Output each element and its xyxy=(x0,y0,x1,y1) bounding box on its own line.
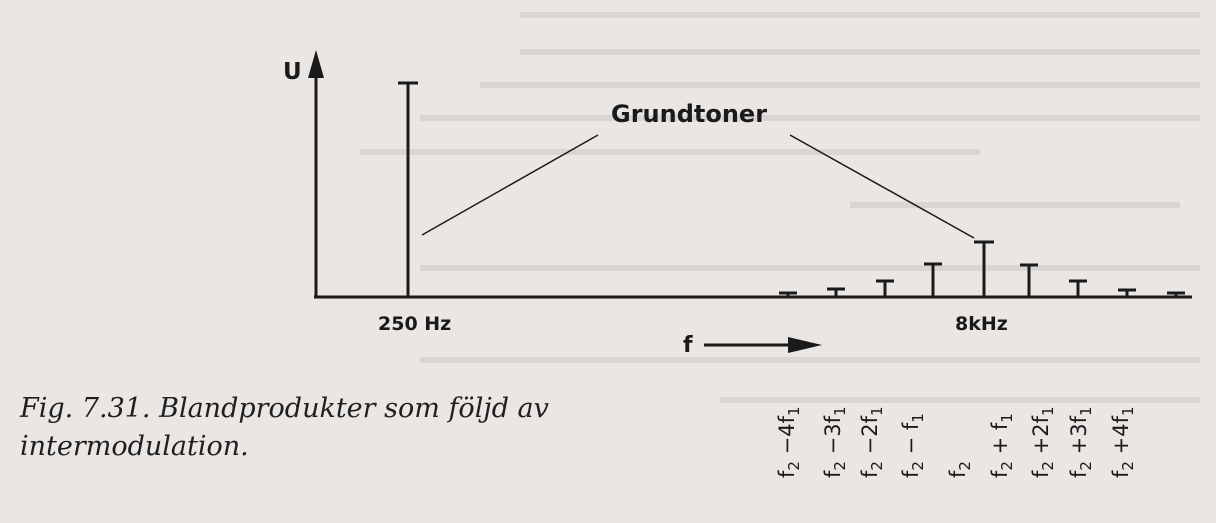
y-axis-label: U xyxy=(283,59,302,85)
leader-to-8khz xyxy=(789,134,975,239)
x-axis-label: f xyxy=(683,333,693,358)
line-f2-minus-3f1 xyxy=(827,287,845,297)
product-label: f2 −4f1 xyxy=(775,406,803,478)
product-label: f2 −2f1 xyxy=(858,406,886,478)
leader-to-250hz xyxy=(421,134,599,236)
line-f2-plus-f1 xyxy=(1020,263,1038,297)
callout-leaders xyxy=(421,134,975,239)
axes xyxy=(308,50,1192,299)
line-f2-plus-4f1 xyxy=(1167,291,1185,297)
line-f2-plus-2f1 xyxy=(1069,279,1087,297)
line-f2-minus-2f1 xyxy=(876,279,894,297)
spectral-lines xyxy=(398,81,1185,297)
freq-label-high: 8kHz xyxy=(955,313,1008,335)
y-axis-arrowhead xyxy=(308,50,324,78)
product-label: f2 − f1 xyxy=(899,413,927,478)
line-f2-minus-f1 xyxy=(924,262,942,297)
line-250hz xyxy=(398,81,418,297)
product-label: f2 −3f1 xyxy=(821,406,849,478)
figure-caption: Fig. 7.31. Blandprodukter som följd av i… xyxy=(20,390,640,466)
caption-line-1: Fig. 7.31. Blandprodukter som följd av xyxy=(20,393,549,424)
product-labels: f2 −4f1 f2 −3f1 f2 −2f1 f2 − f1 f2 f2 + … xyxy=(775,406,1137,478)
line-f2-minus-4f1 xyxy=(779,291,797,297)
frequency-arrow xyxy=(704,337,822,353)
product-label: f2 +2f1 xyxy=(1029,406,1057,478)
product-label: f2 xyxy=(946,461,974,478)
product-label: f2 + f1 xyxy=(988,413,1016,478)
caption-line-2: intermodulation. xyxy=(20,431,249,462)
freq-label-low: 250 Hz xyxy=(378,313,451,335)
line-f2 xyxy=(974,240,994,297)
callout-label: Grundtoner xyxy=(611,100,767,128)
product-label: f2 +4f1 xyxy=(1109,406,1137,478)
background-texture xyxy=(360,12,1200,403)
product-label: f2 +3f1 xyxy=(1067,406,1095,478)
line-f2-plus-3f1 xyxy=(1118,288,1136,297)
